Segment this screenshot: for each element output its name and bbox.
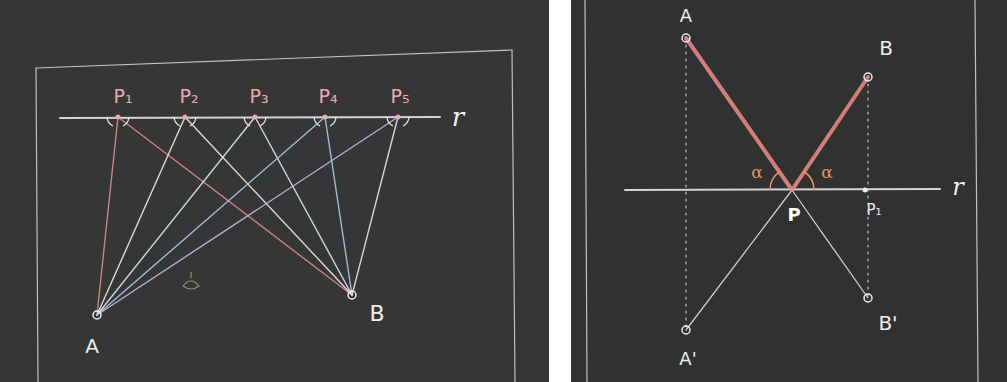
angle-arc [330,117,336,126]
board-frame [585,0,587,382]
point-dot [863,188,868,193]
line-label: r [952,175,963,199]
point-dot [348,291,356,299]
point-label: P [787,206,800,224]
reflected-line [792,190,868,298]
point-label: A [680,7,692,25]
sight-line [325,117,352,295]
angle-arc [403,117,409,126]
line-r [625,189,940,190]
point-label: P₃ [249,87,268,106]
angle-arc [387,117,393,126]
point-label: P₂ [179,87,198,106]
board-frame [512,50,515,382]
point-dot [116,115,121,120]
angle-arc [107,117,113,126]
point-dot [682,326,690,334]
board-right [571,0,1007,382]
board-frame [36,68,38,382]
sight-line [185,117,352,295]
point-dot [183,115,188,120]
board-left [0,0,549,382]
point-label: B' [878,313,897,333]
projection-line [685,38,686,330]
point-label: P₁ [113,87,132,106]
angle-arc [770,172,779,190]
point-label: A' [679,350,696,368]
board-frame [36,50,512,68]
point-dot [864,73,872,81]
angle-arc [314,117,320,126]
light-path [792,77,868,190]
sight-line [97,117,325,315]
point-dot [253,115,258,120]
point-dot [93,311,101,319]
point-label: B [879,38,893,58]
reflected-line [686,190,792,330]
point-dot [864,294,872,302]
point-dot [396,115,401,120]
angle-arc [174,117,180,126]
sight-line [97,117,255,315]
board-frame [975,0,978,382]
point-label: P₄ [318,87,337,106]
projection-line [867,77,868,298]
sight-line [97,117,398,315]
light-path [686,38,792,190]
angle-arc [804,172,814,190]
sight-line [352,117,398,295]
angle-arc [260,117,266,126]
point-label: B [369,303,384,325]
point-label: P₁ [866,203,881,218]
angle-arc [190,117,196,126]
point-dot [323,115,328,120]
point-label: A [85,336,99,356]
point-dot [682,34,690,42]
angle-arc [123,117,129,126]
point-label: P₅ [390,87,409,106]
angle-arc [244,117,250,126]
sight-line [97,117,118,315]
line-label: r [452,104,464,130]
sight-line [255,117,352,295]
sight-line [118,117,352,295]
angle-label: α [821,164,832,181]
angle-label: α [751,164,762,181]
eye-symbol [183,272,199,289]
